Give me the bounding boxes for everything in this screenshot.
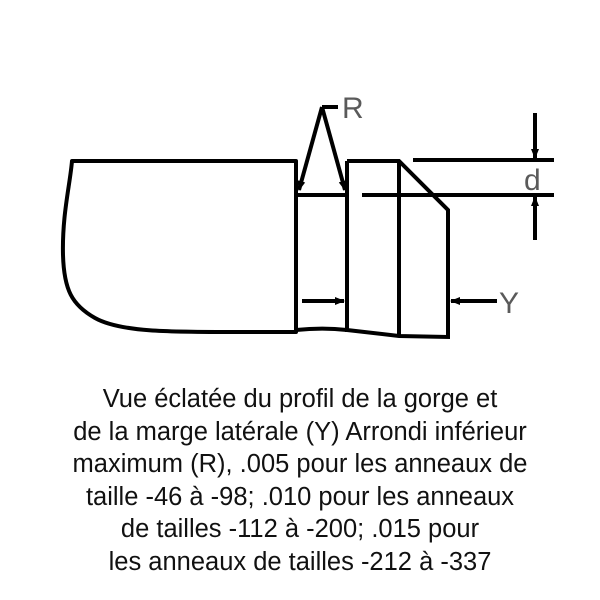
caption-line: maximum (R), .005 pour les anneaux de — [72, 450, 528, 478]
groove — [294, 161, 349, 332]
radius-leader — [297, 105, 347, 191]
side-margin-label: Y — [499, 287, 519, 320]
caption-line: Vue éclatée du profil de la gorge et — [102, 385, 498, 413]
caption-line: taille -46 à -98; .010 pour les anneaux — [85, 482, 515, 511]
caption: Vue éclatée du profil de la gorge et de … — [0, 383, 600, 578]
retaining-ring — [346, 159, 450, 340]
caption-line: de tailles -112 à -200; .015 pour — [120, 515, 480, 543]
radius-label: R — [342, 92, 364, 125]
shaft-body — [60, 159, 298, 334]
caption-line: les anneaux de tailles -212 à -337 — [108, 547, 492, 576]
depth-label: d — [524, 164, 541, 197]
depth-dimension — [362, 113, 554, 240]
groove-profile-diagram: R d Y — [60, 92, 554, 340]
caption-line: de la marge latérale (Y) Arrondi inférie… — [73, 417, 527, 446]
